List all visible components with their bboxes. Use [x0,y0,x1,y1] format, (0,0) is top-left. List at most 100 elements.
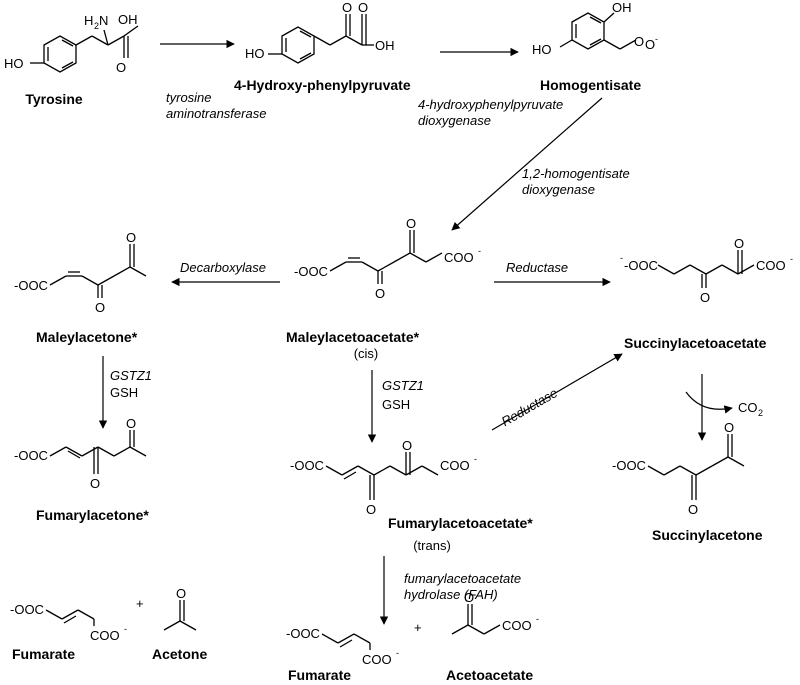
fumarylacetone-structure: -OOC O O [14,416,147,491]
sa-o2: O [724,420,734,435]
enzyme-reductase-diag: Reductase [499,385,560,429]
maleylacetone-structure: -OOC O O [14,230,147,315]
maa-o2: O [406,216,416,231]
enzyme-hppd-line1: 4-hydroxyphenylpyruvate [418,97,563,112]
saa-charge-left: - [620,253,623,263]
faa-o2: O [402,438,412,453]
cofactor-gsh-mid: GSH [382,397,410,412]
label-hydroxyphenylpyruvate: 4-Hydroxy-phenylpyruvate [234,77,411,93]
faa-ooc: -OOC [290,458,324,473]
enzyme-reductase-top: Reductase [506,260,568,275]
note-trans: (trans) [413,538,451,553]
hydroxyphenylpyruvate-structure: O O OH HO [245,0,395,64]
enzyme-hgd-line1: 1,2-homogentisate [522,166,630,181]
enzyme-fah-line1: fumarylacetoacetate [404,571,521,586]
fum-l-charge: - [124,624,127,634]
arrow-hga-to-maa [451,97,603,231]
tyr-ho: HO [4,56,24,71]
co2-release-arrow [685,391,733,414]
label-succinylacetone: Succinylacetone [652,527,763,543]
maa-charge: - [478,246,481,256]
enzyme-decarboxylase: Decarboxylase [180,260,266,275]
acetoacetate-structure: O COO - [451,590,539,635]
label-fumarate-left: Fumarate [12,646,75,662]
aca-charge: - [536,614,539,624]
tyr-o: O [116,60,126,75]
label-fumarylacetoacetate: Fumarylacetoacetate* [388,515,533,531]
ma-o1: O [95,300,105,315]
tyr-oh: OH [118,12,138,27]
faa-o1: O [366,502,376,517]
fa-ooc: -OOC [14,448,48,463]
fum-l-coo: COO [90,628,120,643]
enzyme-tat-line2: aminotransferase [166,106,266,121]
label-maleylacetoacetate: Maleylacetoacetate* [286,329,420,345]
label-acetone: Acetone [152,646,207,662]
enzyme-hgd-line2: dioxygenase [522,182,595,197]
fumarate-left-structure: -OOC COO - [10,602,127,643]
acetone-o: O [176,586,186,601]
co2-sub: 2 [758,408,763,418]
tyr-h-sub: 2 [94,21,99,31]
fum-b-coo: COO [362,652,392,667]
faa-coo: COO [440,458,470,473]
enzyme-gstz1-mid: GSTZ1 [382,378,424,393]
homogentisate-structure: OH HO O O - [532,0,658,57]
maleylacetoacetate-structure: -OOC O O COO - [294,216,481,301]
fa-o2: O [126,416,136,431]
enzyme-gstz1-left: GSTZ1 [110,368,152,383]
acetone-structure: O [163,586,197,631]
cofactor-gsh-left: GSH [110,385,138,400]
hga-o: O [634,34,644,49]
hga-charge: - [655,34,658,44]
label-maleylacetone: Maleylacetone* [36,329,138,345]
enzyme-hppd-line2: dioxygenase [418,113,491,128]
co2-label: CO [738,400,758,415]
aca-o: O [464,590,474,605]
faa-charge: - [474,454,477,464]
label-acetoacetate: Acetoacetate [446,667,533,683]
fumarate-bottom-structure: -OOC COO - [286,626,399,667]
fum-b-charge: - [396,648,399,658]
fa-o1: O [90,476,100,491]
maa-o1: O [375,286,385,301]
ma-ooc: -OOC [14,278,48,293]
fumarylacetoacetate-structure: -OOC O O COO - [290,438,477,517]
sa-ooc: -OOC [612,458,646,473]
tyr-n: N [99,13,108,28]
plus-left: + [136,596,144,611]
ma-o2: O [126,230,136,245]
tyr-h: H [84,13,93,28]
hga-ho: HO [532,42,552,57]
hga-o2: O [645,37,655,52]
hpp-oh: OH [375,38,395,53]
label-succinylacetoacetate: Succinylacetoacetate [624,335,767,351]
hga-oh: OH [612,0,632,15]
label-tyrosine: Tyrosine [25,91,83,107]
label-homogentisate: Homogentisate [540,77,641,93]
hpp-ho: HO [245,46,265,61]
note-cis: (cis) [354,346,379,361]
arrow-faa-to-saa [491,353,623,431]
tyrosine-structure: OH O H 2 N HO [4,12,139,75]
saa-o1: O [700,290,710,305]
succinylacetoacetate-structure: - -OOC O O COO - [620,236,793,305]
saa-o2: O [734,236,744,251]
saa-ooc: -OOC [624,258,658,273]
sa-o1: O [688,502,698,517]
succinylacetone-structure: -OOC O O [612,420,745,517]
hpp-o1: O [342,0,352,15]
fum-b-ooc: -OOC [286,626,320,641]
saa-charge-right: - [790,254,793,264]
fum-l-ooc: -OOC [10,602,44,617]
saa-coo: COO [756,258,786,273]
maa-ooc: -OOC [294,264,328,279]
enzyme-tat-line1: tyrosine [166,90,212,105]
plus-bottom: + [414,620,422,635]
enzyme-fah-line2: hydrolase (FAH) [404,587,498,602]
maa-coo: COO [444,250,474,265]
label-fumarylacetone: Fumarylacetone* [36,507,149,523]
aca-coo: COO [502,618,532,633]
label-fumarate-bottom: Fumarate [288,667,351,683]
